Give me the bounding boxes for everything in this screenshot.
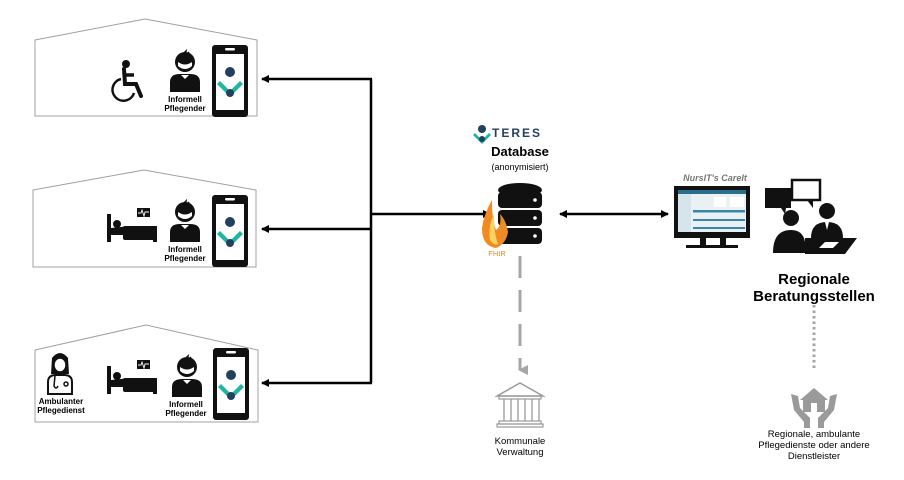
label-line: Informell <box>169 400 203 409</box>
smartphone-app-icon <box>213 348 249 420</box>
wheelchair-icon <box>111 60 143 102</box>
label-line: Informell <box>168 245 202 254</box>
fhir-label: FHIR <box>488 249 506 258</box>
teres-brand: TERES <box>492 126 543 140</box>
patient-bed-monitor-icon <box>106 207 158 243</box>
counseling-title: Regionale Beratungsstellen <box>744 271 884 306</box>
house3-caregiver-label: Informell Pflegender <box>161 400 211 418</box>
house2-caregiver-label: Informell Pflegender <box>160 245 210 263</box>
nurse-icon <box>47 353 73 395</box>
title-line: Regionale <box>778 271 850 288</box>
house-outline-3 <box>34 324 259 423</box>
label-line: Kommunale <box>494 436 546 447</box>
careit-monitor-icon <box>674 186 750 248</box>
house-outline-1 <box>34 18 258 117</box>
database-title: Database <box>491 144 549 159</box>
label-line: Pflegender <box>164 254 206 264</box>
house3-nurse-label: Ambulanter Pflegedienst <box>33 397 89 415</box>
careit-label: NursIT's CareIt <box>683 173 747 183</box>
caregiver-person-icon <box>169 200 201 243</box>
caregiver-person-icon <box>171 355 203 398</box>
government-building-icon <box>494 382 546 428</box>
smartphone-app-icon <box>212 45 248 117</box>
providers-label: Regionale, ambulante Pflegedienste oder … <box>744 429 884 463</box>
label-line: Dienstleister <box>787 450 841 462</box>
database-subtitle: (anonymisiert) <box>491 162 549 172</box>
label-line: Pflegender <box>164 104 206 114</box>
label-line: Informell <box>168 95 202 104</box>
smartphone-app-icon <box>212 195 248 267</box>
house-outline-2 <box>32 169 257 268</box>
fhir-flame-icon <box>482 200 508 248</box>
title-line: Beratungsstellen <box>753 288 875 306</box>
counseling-meeting-icon <box>765 178 857 254</box>
label-line: Regionale, ambulante <box>767 429 861 440</box>
teres-logo-icon <box>473 125 491 144</box>
label-line: Pflegedienste oder andere <box>758 439 870 451</box>
label-line: Pflegender <box>165 409 207 419</box>
municipal-label: Kommunale Verwaltung <box>480 436 560 459</box>
caregiver-person-icon <box>169 50 201 93</box>
house1-caregiver-label: Informell Pflegender <box>160 95 210 113</box>
patient-bed-monitor-icon <box>106 359 158 395</box>
database-icon <box>498 183 542 244</box>
label-line: Ambulanter <box>38 397 84 406</box>
label-line: Verwaltung <box>496 446 544 458</box>
hands-house-icon <box>791 388 837 428</box>
label-line: Pflegedienst <box>37 406 85 416</box>
